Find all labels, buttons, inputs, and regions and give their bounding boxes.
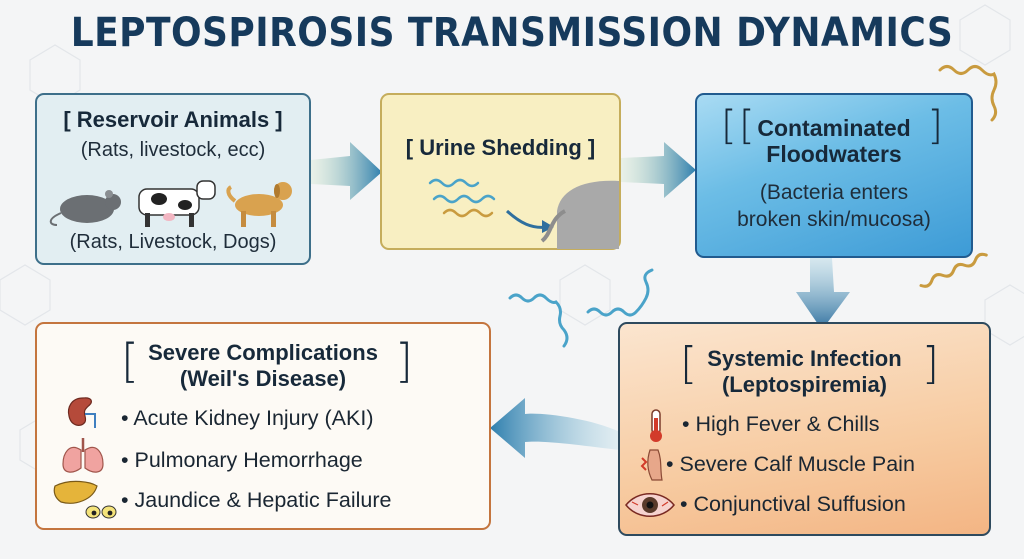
systemic-bullet-2: • Severe Calf Muscle Pain — [666, 452, 915, 476]
flood-desc-line2: broken skin/mucosa) — [737, 208, 931, 231]
systemic-heading-line2: (Leptospiremia) — [721, 372, 888, 397]
liver-icon — [53, 480, 117, 519]
urine-heading: [ Urine Shedding ] — [405, 135, 596, 160]
reservoir-caption: (Rats, Livestock, Dogs) — [69, 231, 277, 253]
flood-heading-line1: Contaminated — [757, 115, 911, 141]
bacteria-icon — [586, 268, 654, 317]
contaminated-floodwaters-box: [ [ ] Contaminated Floodwaters (Bacteria… — [695, 93, 973, 258]
calf-pain-icon — [640, 449, 663, 481]
reservoir-animals-box: [ Reservoir Animals ] (Rats, livestock, … — [35, 93, 311, 265]
severe-bullet-1: • Acute Kidney Injury (AKI) — [121, 406, 374, 430]
reservoir-heading: [ Reservoir Animals ] — [63, 107, 283, 132]
systemic-bullet-3: • Conjunctival Suffusion — [680, 492, 906, 516]
systemic-infection-box: [ ] Systemic Infection (Leptospiremia) •… — [618, 322, 991, 536]
rat-icon — [49, 190, 121, 226]
bacteria-icon — [919, 252, 988, 288]
severe-heading-line1: Severe Complications — [148, 340, 378, 365]
arrow-reservoir-to-urine — [311, 142, 382, 200]
kidney-icon — [67, 397, 96, 428]
severe-bullet-2: • Pulmonary Hemorrhage — [121, 448, 363, 472]
reservoir-subtitle: (Rats, livestock, ecc) — [80, 139, 266, 161]
flood-heading-line2: Floodwaters — [766, 141, 902, 167]
bacteria-icon — [428, 178, 496, 218]
yellow-eyes-icon — [85, 505, 117, 519]
urine-illustration — [428, 178, 619, 249]
red-eye-icon — [625, 493, 675, 517]
severe-heading-line2: (Weil's Disease) — [179, 366, 347, 391]
bacteria-icon — [508, 293, 569, 348]
cow-icon — [138, 180, 216, 227]
animal-hindquarter-icon — [540, 180, 619, 249]
page-title: LEPTOSPIROSIS TRANSMISSION DYNAMICS — [70, 10, 954, 56]
dog-icon — [226, 182, 292, 227]
systemic-bullet-1: • High Fever & Chills — [682, 412, 880, 436]
animal-illustrations — [49, 180, 292, 227]
arrow-flood-to-systemic — [796, 258, 850, 330]
arrow-urine-to-flood — [621, 142, 696, 198]
thermometer-icon — [650, 409, 662, 442]
severe-bullet-3: • Jaundice & Hepatic Failure — [121, 488, 392, 512]
bacteria-icon — [938, 65, 998, 122]
severe-complications-box: [ ] Severe Complications (Weil's Disease… — [35, 322, 491, 530]
lungs-icon — [62, 438, 104, 473]
urine-shedding-box: [ Urine Shedding ] — [380, 93, 621, 250]
systemic-heading-line1: Systemic Infection — [707, 346, 902, 371]
flood-desc-line1: (Bacteria enters — [759, 181, 909, 204]
arrow-systemic-to-severe — [490, 398, 620, 458]
